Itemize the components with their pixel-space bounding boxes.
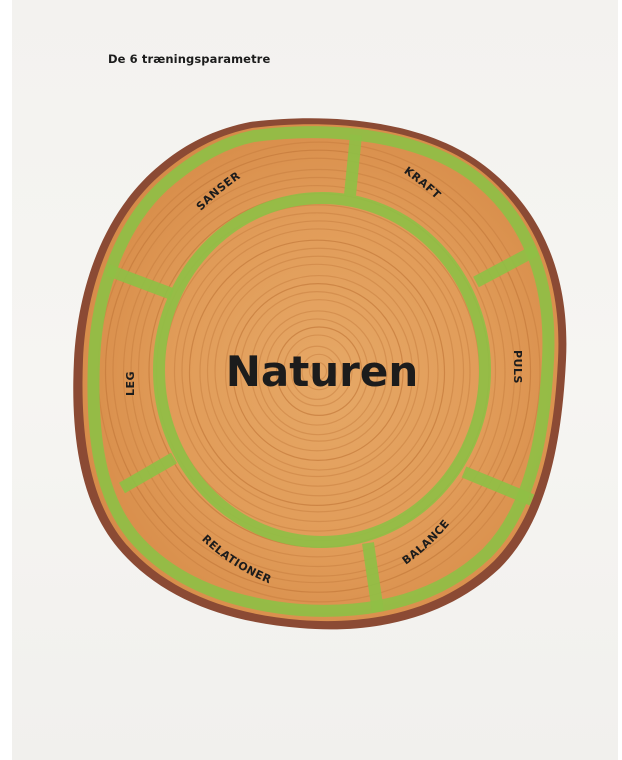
segment-label-puls: PULS [511,350,524,384]
segment-label-leg: LEG [124,371,137,396]
center-label: Naturen [226,347,419,396]
